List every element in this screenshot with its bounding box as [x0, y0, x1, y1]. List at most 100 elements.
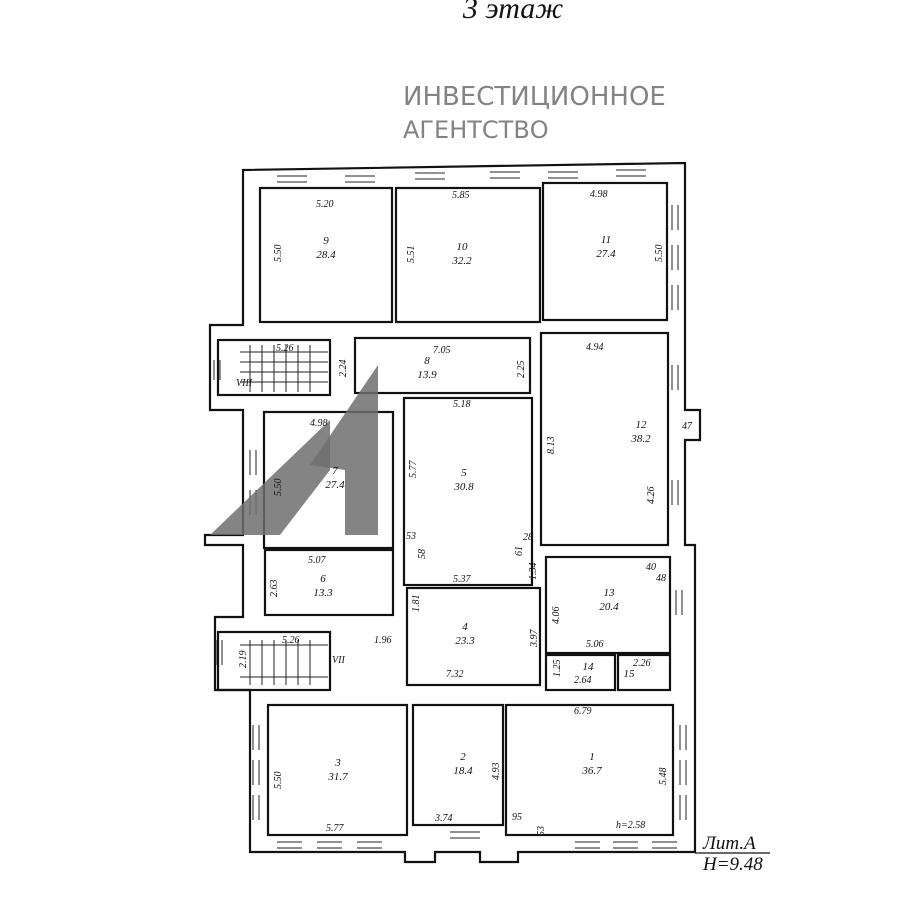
room-9-number: 9	[323, 235, 329, 247]
room-12-area: 38.2	[630, 433, 651, 445]
dim: 4.93	[491, 763, 502, 781]
room-10-area: 32.2	[451, 255, 472, 267]
room-14[interactable]	[544, 653, 617, 692]
dim: 40	[646, 562, 656, 573]
dim: 5.20	[316, 199, 334, 210]
dim: 7.05	[433, 345, 451, 356]
room-7-number: 7	[332, 465, 338, 477]
room-10[interactable]	[394, 186, 542, 324]
dim: 5.06	[586, 639, 604, 650]
dim: 5.77	[326, 823, 345, 834]
dim: 7.32	[446, 669, 464, 680]
room-2-number: 2	[460, 751, 466, 763]
dim: h=2.58	[616, 820, 645, 831]
room-11-number: 11	[601, 234, 611, 246]
room-1-area: 36.7	[581, 765, 602, 777]
room-6[interactable]	[263, 548, 395, 617]
room-12-number: 12	[636, 419, 648, 431]
dim: 2.26	[633, 658, 651, 669]
dim: 4.98	[590, 189, 608, 200]
watermark-line2: АГЕНТСТВО	[403, 116, 549, 144]
dim: 4.26	[646, 487, 657, 505]
dim: 5.50	[654, 245, 665, 263]
room-3-number: 3	[334, 757, 341, 769]
dim: 2.19	[238, 651, 249, 669]
dim: 1.25	[552, 660, 563, 678]
room-1-number: 1	[589, 751, 595, 763]
logo-mark-pillar	[310, 365, 378, 535]
dim: 5.18	[453, 399, 471, 410]
stair-treads	[240, 345, 328, 685]
dim: 5.37	[453, 574, 472, 585]
room-3[interactable]	[266, 703, 409, 837]
watermark-line1: ИНВЕСТИЦИОННОЕ	[403, 82, 666, 112]
dim: 1.81	[411, 595, 422, 613]
building-height: Н=9.48	[702, 854, 763, 875]
room-labels: 9 28.4 10 32.2 11 27.4 8 13.9 12 38.2 7 …	[236, 234, 651, 783]
dim: 4.98	[310, 418, 328, 429]
dim: 2.63	[269, 580, 280, 598]
dim: 5.50	[273, 772, 284, 790]
room-11[interactable]	[541, 181, 669, 322]
room-7[interactable]	[262, 410, 395, 550]
room-12[interactable]	[539, 331, 670, 547]
dim: 5.85	[452, 190, 470, 201]
dim: 6.79	[574, 706, 592, 717]
room-9[interactable]	[258, 186, 394, 324]
stair-vii-label: VII	[332, 655, 345, 666]
dim: 1.34	[528, 563, 539, 581]
room-9-area: 28.4	[316, 249, 336, 261]
dim: 5.51	[406, 246, 417, 264]
dim: 5.48	[658, 768, 669, 786]
room-8-number: 8	[424, 355, 430, 367]
room-13-area: 20.4	[599, 601, 619, 613]
room-8[interactable]	[353, 336, 532, 395]
dim: 5.07	[308, 555, 327, 566]
dim: 2.24	[338, 360, 349, 378]
dim: 61	[514, 546, 525, 556]
room-7-area: 27.4	[325, 479, 345, 491]
dim: 53	[536, 826, 547, 836]
dim: 5.50	[273, 479, 284, 497]
room-4-area: 23.3	[455, 635, 475, 647]
room-1[interactable]	[504, 703, 675, 837]
stair-viii-label: VIII	[236, 378, 253, 389]
room-15-number: 15	[624, 668, 636, 680]
room-4-number: 4	[462, 621, 468, 633]
dim: 4.94	[586, 342, 604, 353]
room-5[interactable]	[402, 396, 534, 587]
dim: 8.13	[546, 437, 557, 455]
room-10-number: 10	[457, 241, 469, 253]
dim: 95	[512, 812, 522, 823]
room-13[interactable]	[544, 555, 672, 655]
floor-title: 3 этаж	[462, 0, 564, 25]
room-3-area: 31.7	[327, 771, 348, 783]
room-6-number: 6	[320, 573, 326, 585]
dim: 5.26	[276, 343, 294, 354]
room-13-number: 13	[604, 587, 616, 599]
dim: 53	[406, 531, 416, 542]
dim: 2.64	[574, 675, 592, 686]
dim: 1.96	[374, 635, 392, 646]
dim: 3.74	[434, 813, 453, 824]
dim: 5.26	[282, 635, 300, 646]
dim: 58	[417, 549, 428, 559]
stair-vii[interactable]	[216, 630, 332, 692]
room-5-number: 5	[461, 467, 467, 479]
room-5-area: 30.8	[453, 481, 474, 493]
room-15[interactable]	[616, 653, 672, 692]
dim: 47	[682, 421, 693, 432]
stair-viii[interactable]	[216, 338, 332, 397]
room-4[interactable]	[405, 586, 542, 687]
dim: 4.06	[551, 607, 562, 625]
rooms	[216, 181, 675, 837]
room-6-area: 13.3	[313, 587, 333, 599]
dim: 48	[656, 573, 666, 584]
dim: 5.77	[408, 460, 419, 479]
room-2[interactable]	[411, 703, 505, 827]
dim: 28	[523, 532, 533, 543]
dim: 2.25	[516, 361, 527, 379]
room-2-area: 18.4	[453, 765, 473, 777]
lit-label: Лит.А	[702, 833, 756, 854]
